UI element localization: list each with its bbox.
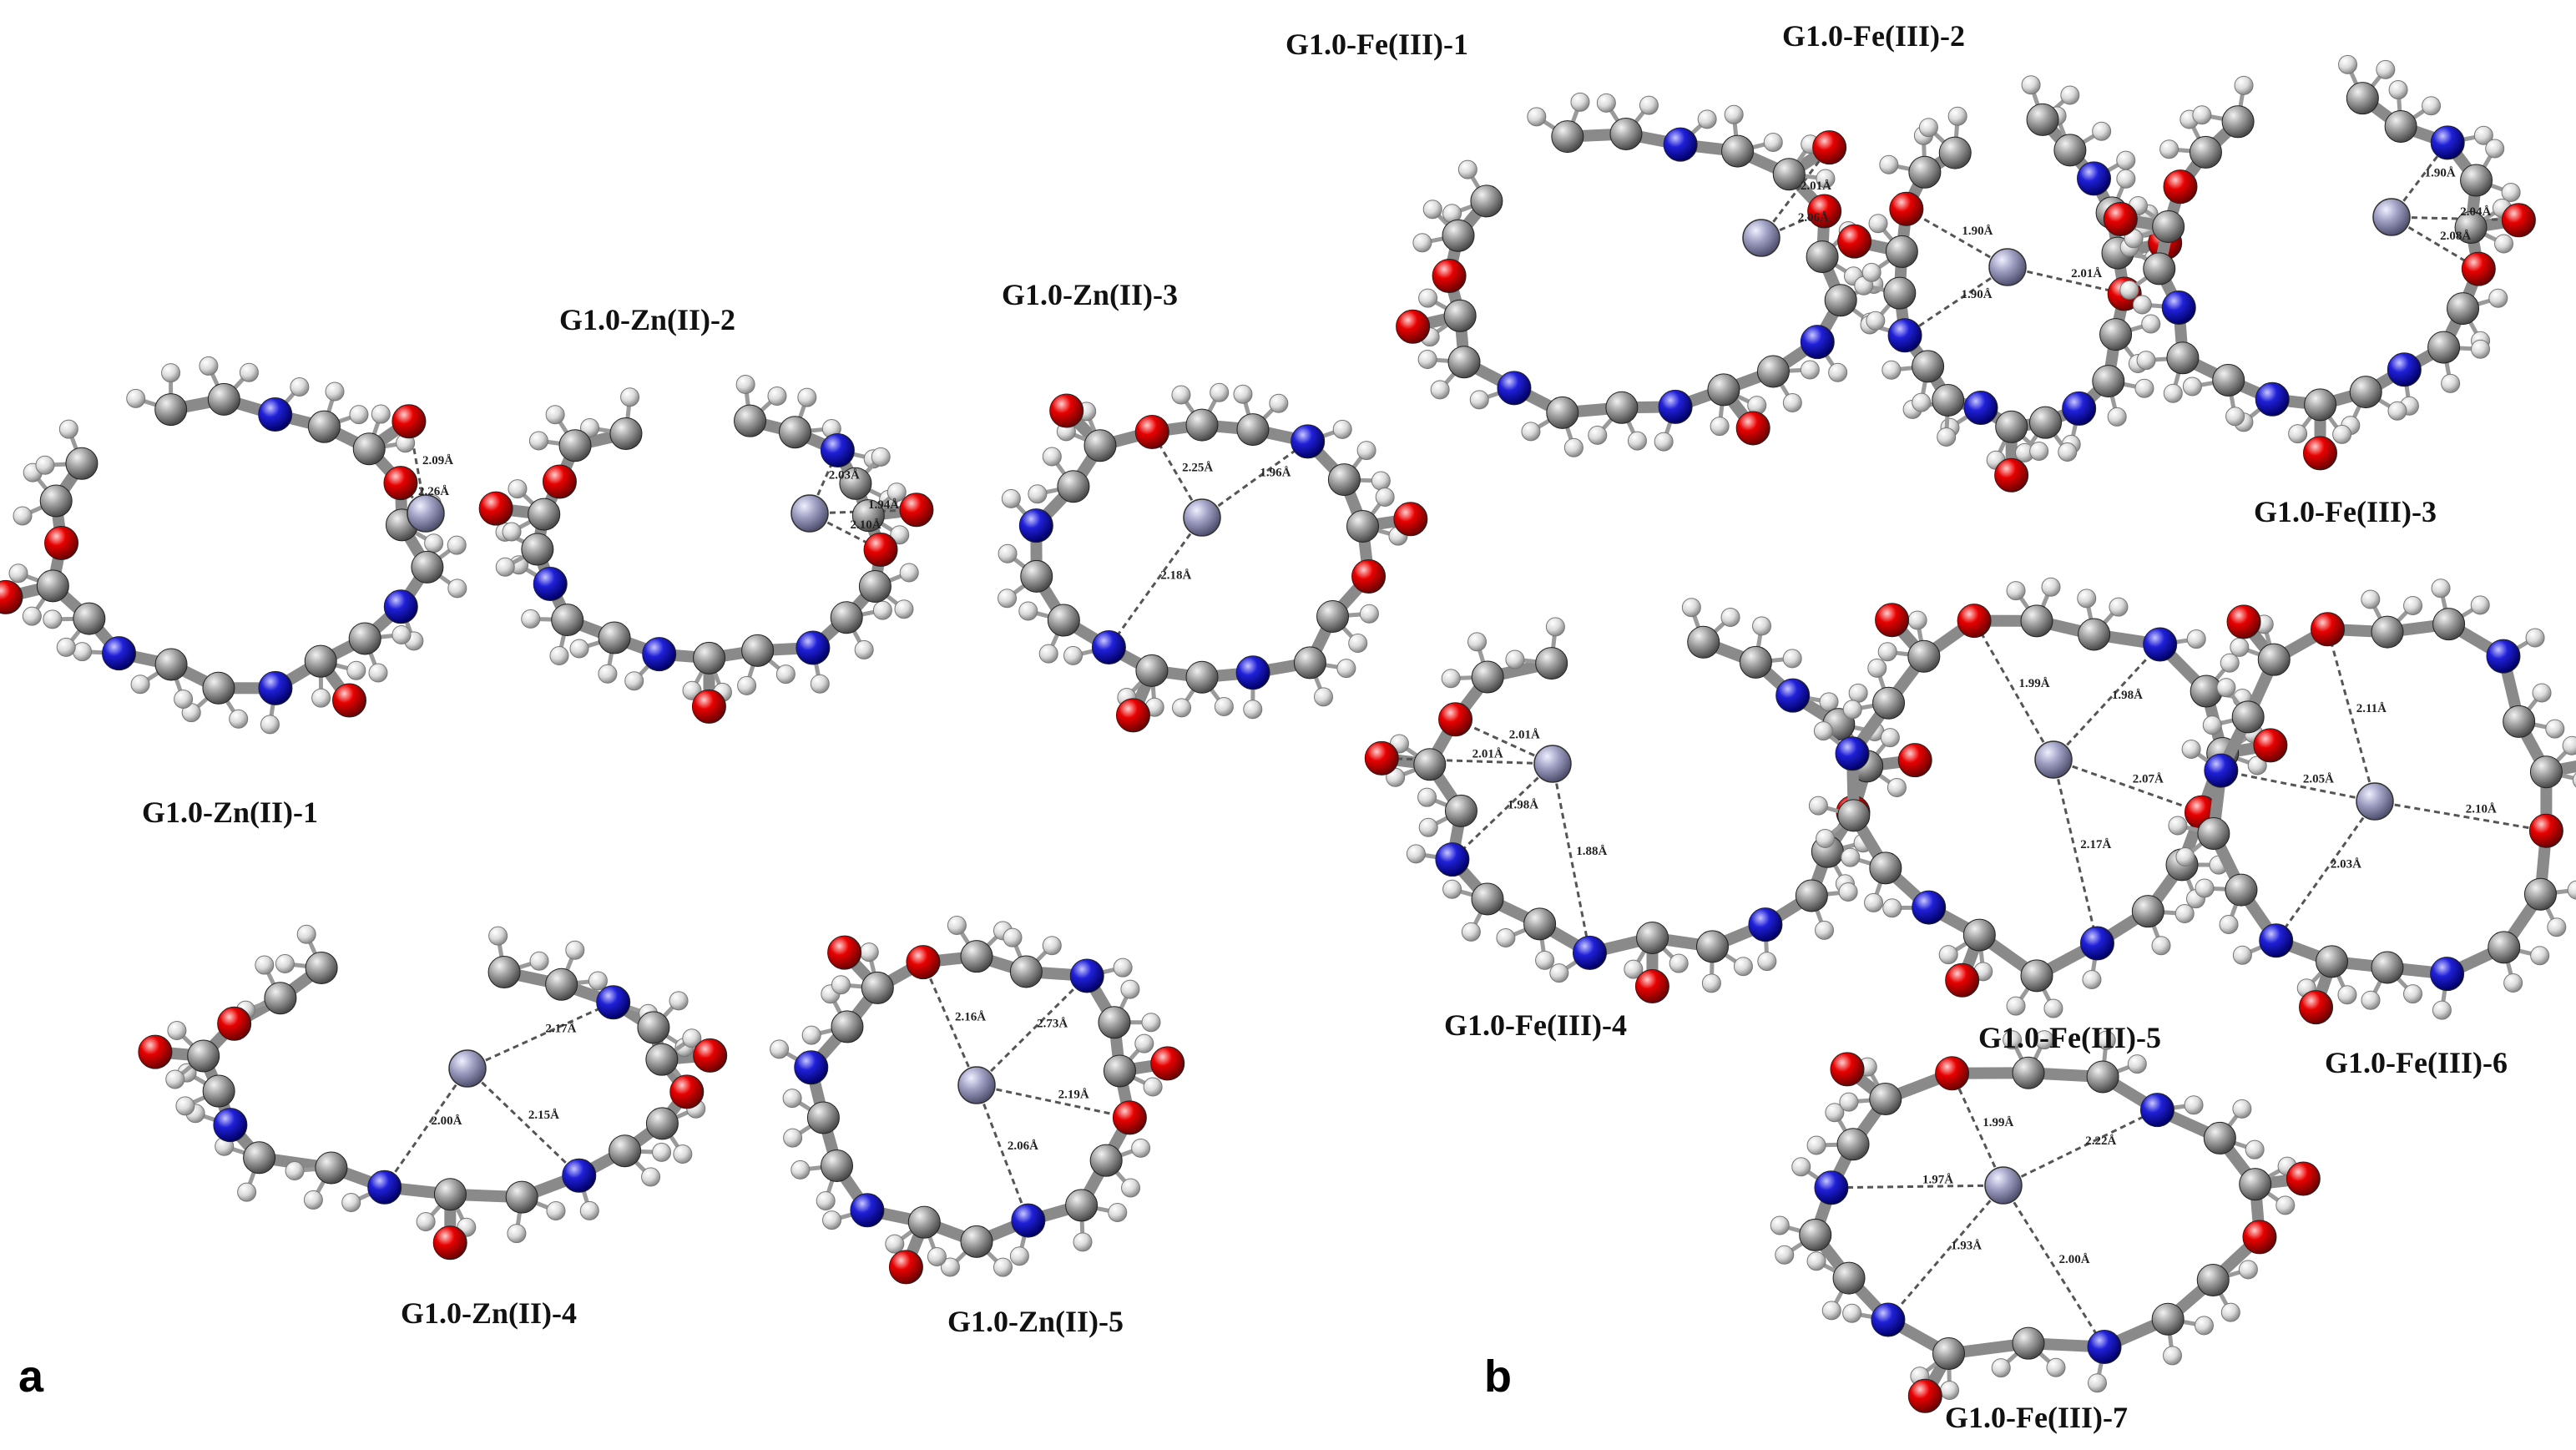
metal-ion-fe3 xyxy=(2372,198,2411,236)
bond-distance-label: 1.98Å xyxy=(2112,689,2143,702)
molecule-fe3: 1.90Å 2.08Å 2.04Å xyxy=(2103,54,2536,471)
molecule-zn1: 2.26Å 2.09Å xyxy=(0,356,467,735)
bond-distance-label: 2.01Å xyxy=(2071,267,2102,280)
metal-ion-fe2 xyxy=(1988,248,2027,286)
molecule-fe2: 1.90Å 2.01Å 1.90Å xyxy=(1837,75,2183,493)
structure-label-zn1: G1.0-Zn(II)-1 xyxy=(142,796,318,829)
metal-ion-fe6 xyxy=(2356,782,2394,821)
bond-distance-label: 1.96Å xyxy=(1260,466,1291,479)
structure-label-zn3: G1.0-Zn(II)-3 xyxy=(1002,278,1178,311)
structure-label-zn5: G1.0-Zn(II)-5 xyxy=(947,1305,1124,1338)
metal-ion-zn3 xyxy=(1183,498,1221,537)
bond-distance-label: 2.25Å xyxy=(1182,462,1213,475)
molecule-zn4: 2.00Å 2.15Å 2.17Å xyxy=(138,924,728,1261)
bond-distance-label: 2.01Å xyxy=(1509,728,1540,741)
bond-distance-label: 2.11Å xyxy=(2356,702,2387,715)
bond-distance-label: 1.88Å xyxy=(1576,845,1607,858)
molecule-fe4: 2.01Å 1.98Å 2.01Å 1.88Å xyxy=(1364,598,1932,1003)
bond-distance-label: 2.00Å xyxy=(2059,1253,2090,1266)
structure-label-fe2: G1.0-Fe(III)-2 xyxy=(1782,19,1965,53)
bond-distance-label: 2.00Å xyxy=(431,1114,462,1128)
bond-distance-label: 1.90Å xyxy=(2425,166,2456,179)
bond-distance-label: 2.03Å xyxy=(829,468,860,482)
metal-ion-fe1 xyxy=(1742,219,1780,257)
molecule-zn3: 2.25Å 1.96Å 2.18Å xyxy=(998,382,1428,733)
molecule-zn5: 2.16Å 2.06Å 2.73Å 2.19Å xyxy=(770,916,1185,1285)
bond-distance-label: 2.22Å xyxy=(2085,1134,2116,1148)
bond-distance-label: 1.99Å xyxy=(1983,1116,2013,1129)
structure-label-fe4: G1.0-Fe(III)-4 xyxy=(1444,1008,1627,1042)
panel-label-b: b xyxy=(1484,1351,1512,1402)
bond-distance-label: 2.09Å xyxy=(422,454,453,467)
metal-ion-fe5 xyxy=(2034,740,2073,779)
bond-distance-label: 2.17Å xyxy=(2080,838,2111,851)
molecule-zn2: 2.03Å 2.10Å 1.94Å xyxy=(478,375,934,724)
bond-distance-label: 2.18Å xyxy=(1160,569,1191,583)
structure-label-zn4: G1.0-Zn(II)-4 xyxy=(401,1296,577,1330)
metal-ion-zn2 xyxy=(790,494,829,533)
metal-ion-zn5 xyxy=(957,1066,996,1104)
structure-label-fe6: G1.0-Fe(III)-6 xyxy=(2325,1046,2508,1079)
structure-label-fe5: G1.0-Fe(III)-5 xyxy=(1978,1021,2161,1054)
metal-ion-zn4 xyxy=(448,1049,487,1088)
bond-distance-label: 2.08Å xyxy=(2440,230,2471,243)
bond-distance-label: 2.01Å xyxy=(1472,748,1503,761)
bond-distance-label: 1.98Å xyxy=(1508,798,1538,811)
bond-distance-label: 2.06Å xyxy=(1008,1139,1038,1153)
bond-distance-label: 1.90Å xyxy=(1962,288,1993,301)
bond-distance-label: 2.16Å xyxy=(955,1010,986,1023)
structure-labels: G1.0-Zn(II)-1G1.0-Zn(II)-2G1.0-Zn(II)-3G… xyxy=(142,19,2508,1434)
molecule-fe6: 2.05Å 2.03Å 2.10Å 2.11Å xyxy=(2168,578,2576,1025)
bond-distance-label: 2.73Å xyxy=(1037,1018,1068,1031)
structure-label-fe7: G1.0-Fe(III)-7 xyxy=(1945,1401,2128,1434)
metal-ion-fe7 xyxy=(1984,1166,2023,1205)
bond-distance-label: 2.04Å xyxy=(2460,205,2491,219)
bond-distance-label: 2.10Å xyxy=(851,518,881,532)
bond-distance-label: 2.01Å xyxy=(1801,179,1831,193)
metal-ion-zn1 xyxy=(407,494,445,533)
panel-label-a: a xyxy=(18,1351,44,1402)
structure-label-fe3: G1.0-Fe(III)-3 xyxy=(2254,495,2437,528)
bond-distance-label: 2.26Å xyxy=(418,485,449,498)
molecule-renderings: 2.26Å 2.09Å 2.03Å 2.10Å 1.94Å 2.25Å 1.96Å 2.18Å… xyxy=(0,54,2576,1413)
structure-label-fe1: G1.0-Fe(III)-1 xyxy=(1285,28,1468,61)
bond-distance-label: 2.05Å xyxy=(2303,773,2334,786)
metal-ion-fe4 xyxy=(1533,745,1572,783)
molecule-fe1: 2.06Å 2.01Å xyxy=(1396,92,1884,457)
bond-distance-label: 1.90Å xyxy=(1962,225,1993,238)
molecule-fe7: 1.99Å 2.22Å 1.97Å 1.93Å 2.00Å xyxy=(1770,1030,2321,1413)
bond-distance-label: 2.03Å xyxy=(2331,857,2361,871)
bond-distance-label: 2.19Å xyxy=(1058,1088,1089,1101)
bond-distance-label: 2.06Å xyxy=(1798,211,1829,225)
bond-distance-label: 2.10Å xyxy=(2466,803,2497,816)
bond-distance-label: 1.97Å xyxy=(1922,1173,1953,1186)
bond-distance-label: 2.17Å xyxy=(545,1022,576,1035)
bond-distance-label: 1.94Å xyxy=(868,498,899,512)
bond-distance-label: 2.15Å xyxy=(528,1109,559,1122)
bond-distance-label: 1.99Å xyxy=(2019,677,2050,690)
bond-distance-label: 1.93Å xyxy=(1951,1239,1982,1252)
structure-label-zn2: G1.0-Zn(II)-2 xyxy=(559,303,735,336)
bond-distance-label: 2.07Å xyxy=(2133,773,2164,786)
